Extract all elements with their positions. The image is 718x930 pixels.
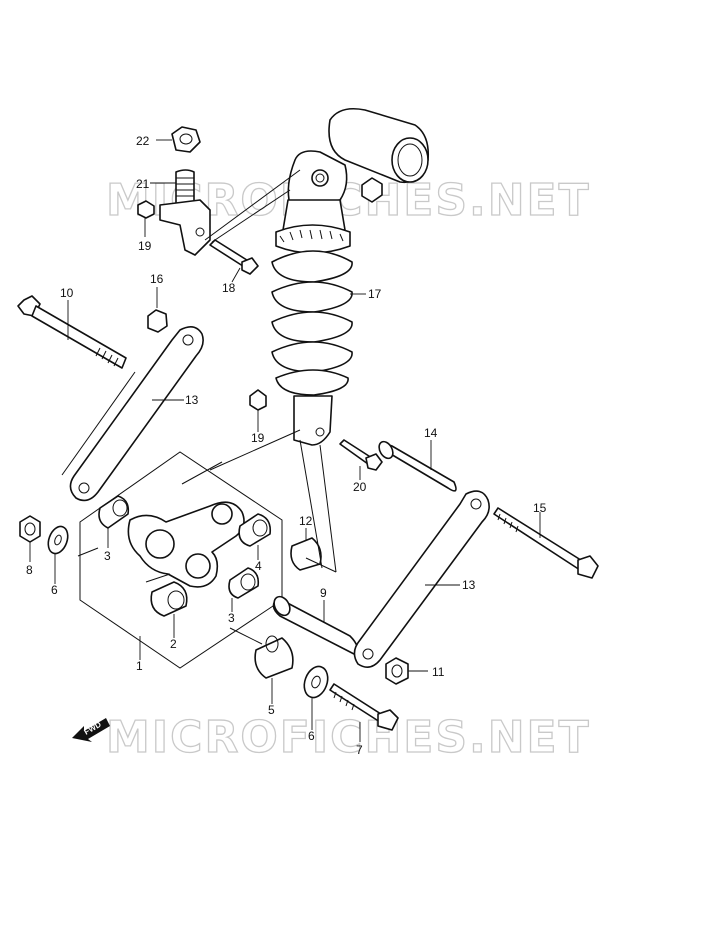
collar-5 (254, 635, 294, 679)
bolt-15 (493, 507, 599, 579)
callout-15: 15 (533, 501, 547, 515)
callout-2: 2 (170, 637, 177, 651)
callout-6-left: 6 (51, 583, 58, 597)
shock-absorber (271, 107, 430, 446)
callout-17: 17 (368, 287, 382, 301)
callout-18: 18 (222, 281, 236, 295)
callout-7: 7 (356, 743, 363, 757)
callout-20: 20 (353, 480, 367, 494)
fwd-arrow-icon: FWD (72, 718, 110, 742)
bracket-21 (159, 169, 211, 256)
bolt-20 (339, 439, 383, 471)
callout-19-top: 19 (138, 239, 152, 253)
callout-6-right: 6 (308, 729, 315, 743)
link-rod-13-right (353, 490, 490, 668)
callout-3-left: 3 (104, 549, 111, 563)
nut-11 (385, 657, 409, 685)
washer-6-left (47, 525, 69, 555)
nut-19-top (137, 200, 155, 219)
callout-4: 4 (255, 559, 262, 573)
nut-19-lower (249, 389, 267, 411)
callout-3-right: 3 (228, 611, 235, 625)
bolt-10 (17, 295, 127, 369)
link-rod-13-left (69, 326, 204, 502)
callout-10: 10 (60, 286, 74, 300)
nut-22 (171, 126, 201, 153)
watermark-bottom: MICROFICHES.NET (106, 712, 591, 763)
rocker-assembly (79, 451, 283, 669)
washer-6-right (303, 665, 329, 699)
callout-9: 9 (320, 586, 327, 600)
callout-14: 14 (424, 426, 438, 440)
callout-1: 1 (136, 659, 143, 673)
callout-11: 11 (432, 665, 445, 679)
leader-lines (29, 139, 541, 742)
bolt-7 (329, 683, 399, 731)
callout-12: 12 (299, 514, 313, 528)
callout-21: 21 (136, 177, 150, 191)
callout-22: 22 (136, 134, 150, 148)
callout-8: 8 (26, 563, 33, 577)
nut-16 (147, 309, 168, 333)
bolt-18 (209, 239, 259, 275)
nut-8 (19, 515, 41, 543)
callout-16: 16 (150, 272, 164, 286)
callouts: 22 21 19 18 16 10 13 17 19 14 20 12 15 1… (26, 134, 547, 757)
spacer-14 (378, 440, 457, 492)
collar-12 (290, 537, 322, 571)
callout-19-lower: 19 (251, 431, 265, 445)
callout-5: 5 (268, 703, 275, 717)
callout-13-right: 13 (462, 578, 476, 592)
assembly-lines (61, 169, 337, 645)
callout-13-left: 13 (185, 393, 199, 407)
